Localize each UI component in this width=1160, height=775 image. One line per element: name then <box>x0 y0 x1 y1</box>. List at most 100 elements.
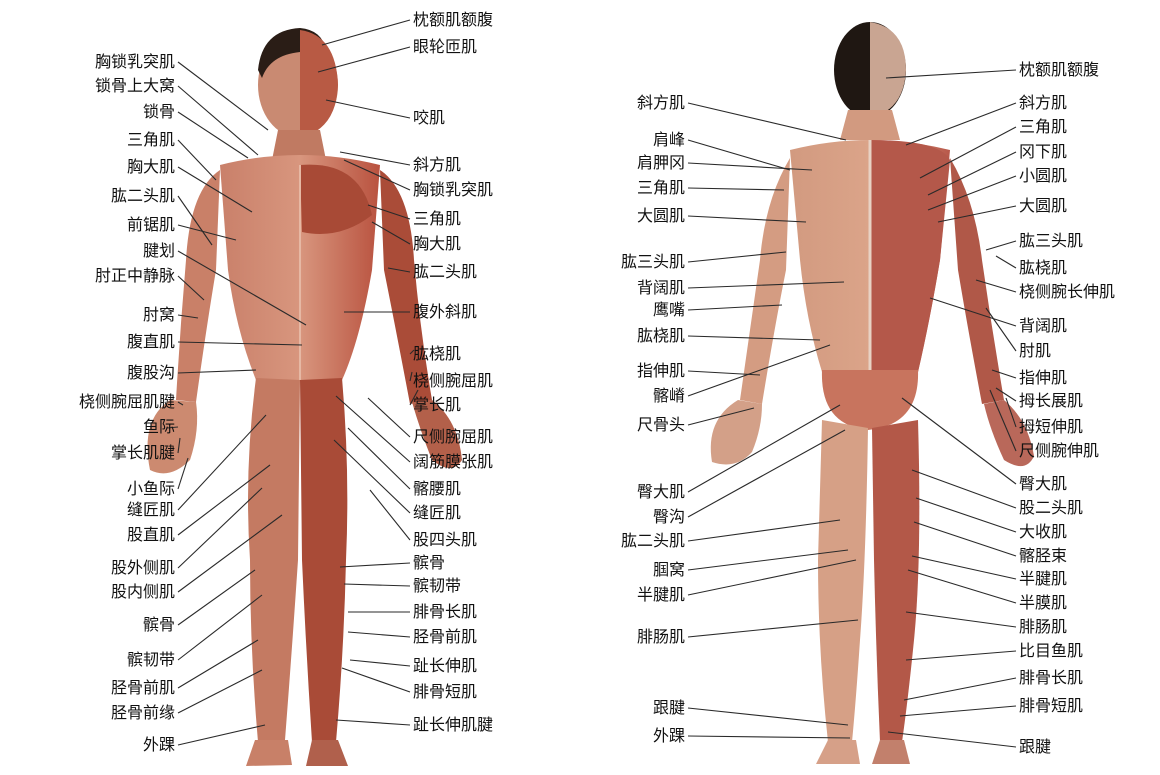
back-left-arm <box>740 158 790 404</box>
front-left-labels-item: 肘正中静脉 <box>95 267 175 285</box>
front-right-labels-item: 斜方肌 <box>413 156 461 174</box>
back-left-labels-item: 三角肌 <box>637 179 685 197</box>
front-right-labels-item: 枕额肌额腹 <box>413 11 493 29</box>
back-head-muscle <box>870 22 906 118</box>
front-left-labels-item: 肘窝 <box>143 306 175 324</box>
leader-line <box>178 62 268 130</box>
back-right-labels-item: 腓骨长肌 <box>1019 669 1083 687</box>
front-left-hand <box>148 400 198 473</box>
back-right-labels-item: 腓骨短肌 <box>1019 697 1083 715</box>
leader-line <box>340 563 410 567</box>
back-right-labels-item: 比目鱼肌 <box>1019 642 1083 660</box>
back-right-labels-item: 肱桡肌 <box>1019 259 1067 277</box>
front-left-labels-item: 肱二头肌 <box>111 187 175 205</box>
leader-line <box>938 206 1016 222</box>
back-left-labels-item: 尺骨头 <box>637 416 685 434</box>
back-right-labels-item: 拇短伸肌 <box>1019 418 1083 436</box>
front-right-arm <box>380 170 432 404</box>
front-right-labels-item: 髌韧带 <box>413 577 461 595</box>
front-right-labels-item: 肱二头肌 <box>413 263 477 281</box>
back-left-labels-item: 腘窝 <box>653 561 685 579</box>
front-right-labels-item: 桡侧腕屈肌 <box>413 372 493 390</box>
back-right-muscles <box>870 140 950 372</box>
leader-line <box>688 188 784 190</box>
leader-line <box>322 20 410 45</box>
back-neck <box>840 110 900 140</box>
leader-line <box>178 595 262 660</box>
back-right-labels-item: 背阔肌 <box>1019 317 1067 335</box>
leader-line <box>688 520 840 541</box>
front-left-labels-item: 胫骨前缘 <box>111 704 175 722</box>
back-right-labels-item: 跟腱 <box>1019 738 1051 756</box>
front-left-leg <box>248 378 300 742</box>
back-left-labels-item: 半腱肌 <box>637 586 685 604</box>
front-left-labels-item: 锁骨上大窝 <box>95 77 175 95</box>
back-right-labels-item: 大收肌 <box>1019 523 1067 541</box>
leader-line <box>688 216 806 222</box>
front-left-labels-item: 掌长肌腱 <box>111 444 175 462</box>
back-right-labels-item: 股二头肌 <box>1019 499 1083 517</box>
leader-line <box>900 706 1016 716</box>
back-left-labels-item: 腓肠肌 <box>637 628 685 646</box>
back-figure <box>711 22 1034 764</box>
front-left-labels-item: 胸锁乳突肌 <box>95 53 175 71</box>
back-right-labels-item: 肘肌 <box>1019 342 1051 360</box>
front-left-labels-item: 股内侧肌 <box>111 583 175 601</box>
back-left-labels-item: 髂嵴 <box>653 387 685 405</box>
back-right-labels-item: 半腱肌 <box>1019 570 1067 588</box>
leader-line <box>348 428 410 489</box>
front-right-labels-item: 三角肌 <box>413 210 461 228</box>
front-left-labels-item: 前锯肌 <box>127 216 175 234</box>
front-left-labels-item: 胸大肌 <box>127 158 175 176</box>
leader-line <box>906 651 1016 660</box>
back-right-arm <box>950 158 1004 404</box>
back-right-labels-item: 三角肌 <box>1019 118 1067 136</box>
back-left-labels-item: 肱三头肌 <box>621 253 685 271</box>
leader-line <box>348 632 410 637</box>
back-left-labels-item: 斜方肌 <box>637 94 685 112</box>
front-right-labels-item: 腓骨短肌 <box>413 683 477 701</box>
front-right-labels-item: 股四头肌 <box>413 531 477 549</box>
leader-line <box>336 720 410 725</box>
back-left-labels-item: 指伸肌 <box>637 362 685 380</box>
front-left-labels-item: 小鱼际 <box>127 480 175 498</box>
leader-line <box>906 103 1016 145</box>
back-right-labels-item: 枕额肌额腹 <box>1019 61 1099 79</box>
back-left-labels-item: 肱二头肌 <box>621 532 685 550</box>
back-left-leg <box>818 420 868 742</box>
front-left-labels-item: 锁骨 <box>143 103 175 121</box>
back-left-labels-item: 臀沟 <box>653 508 685 526</box>
front-right-labels-item: 咬肌 <box>413 109 445 127</box>
front-right-foot <box>306 740 348 766</box>
back-left-labels-item: 外踝 <box>653 727 685 745</box>
leader-line <box>178 640 258 688</box>
leader-line <box>342 668 410 692</box>
leader-line <box>688 103 846 140</box>
front-right-labels-item: 缝匠肌 <box>413 504 461 522</box>
front-left-labels-item: 股外侧肌 <box>111 559 175 577</box>
leader-line <box>986 241 1016 250</box>
back-right-labels-item: 拇长展肌 <box>1019 392 1083 410</box>
back-left-labels-item: 肩胛冈 <box>637 154 685 172</box>
front-left-labels-item: 腹股沟 <box>127 364 175 382</box>
front-right-labels-item: 掌长肌 <box>413 396 461 414</box>
front-left-labels-item: 桡侧腕屈肌腱 <box>79 393 175 411</box>
front-right-labels-item: 腹外斜肌 <box>413 303 477 321</box>
front-left-labels-item: 腱划 <box>143 242 175 260</box>
leader-line <box>370 490 410 540</box>
front-left-arm <box>176 170 220 402</box>
front-left-labels-item: 髌骨 <box>143 616 175 634</box>
leader-line <box>888 732 1016 747</box>
leader-line <box>688 736 850 738</box>
back-left-hand <box>711 400 762 464</box>
back-right-labels-item: 小圆肌 <box>1019 167 1067 185</box>
back-left-labels-item: 肩峰 <box>653 131 685 149</box>
back-right-labels-item: 肱三头肌 <box>1019 232 1083 250</box>
back-right-labels-item: 指伸肌 <box>1019 369 1067 387</box>
front-right-labels-item: 眼轮匝肌 <box>413 38 477 56</box>
back-right-leg <box>872 420 919 742</box>
leader-line <box>178 670 262 713</box>
leader-line <box>996 256 1016 268</box>
leader-line <box>904 678 1016 700</box>
back-right-labels-item: 臀大肌 <box>1019 475 1067 493</box>
